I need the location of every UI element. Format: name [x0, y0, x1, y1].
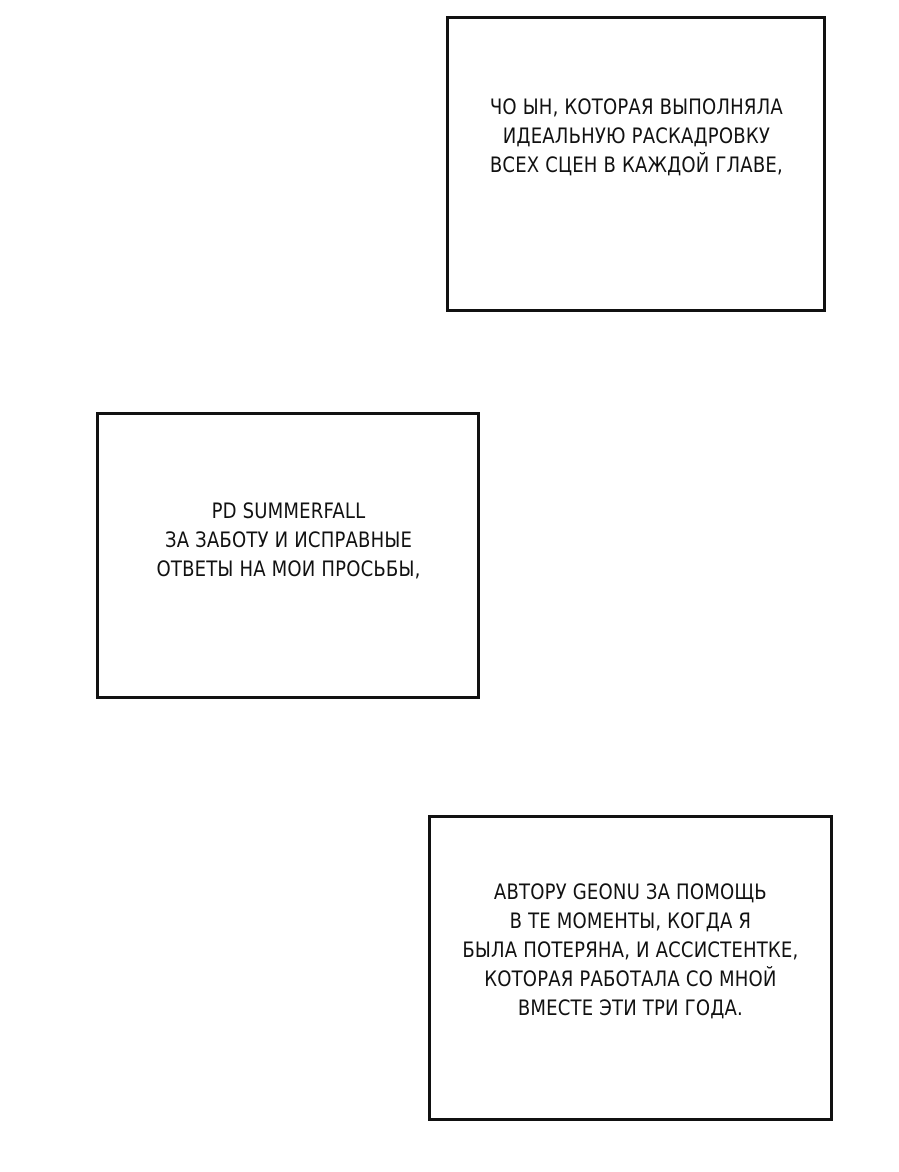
caption-line: ВСЕХ СЦЕН В КАЖДОЙ ГЛАВЕ, [489, 153, 783, 177]
caption-line: БЫЛА ПОТЕРЯНА, И АССИСТЕНТКЕ, [462, 937, 799, 962]
caption-line: ОТВЕТЫ НА МОИ ПРОСЬБЫ, [155, 557, 421, 581]
caption-line: АВТОРУ GEONU ЗА ПОМОЩЬ [494, 879, 767, 904]
caption-line: ВМЕСТЕ ЭТИ ТРИ ГОДА. [517, 995, 744, 1020]
panel-2-caption: PD SUMMERFALL ЗА ЗАБОТУ И ИСПРАВНЫЕ ОТВЕ… [156, 497, 420, 584]
caption-line: КОТОРАЯ РАБОТАЛА СО МНОЙ [484, 966, 777, 991]
panel-3-caption: АВТОРУ GEONU ЗА ПОМОЩЬ В ТЕ МОМЕНТЫ, КОГ… [462, 878, 798, 1023]
caption-line: В ТЕ МОМЕНТЫ, КОГДА Я [509, 908, 752, 933]
caption-line: ИДЕАЛЬНУЮ РАСКАДРОВКУ [502, 124, 770, 148]
comic-panel-2: PD SUMMERFALL ЗА ЗАБОТУ И ИСПРАВНЫЕ ОТВЕ… [96, 412, 480, 699]
comic-panel-3: АВТОРУ GEONU ЗА ПОМОЩЬ В ТЕ МОМЕНТЫ, КОГ… [428, 815, 833, 1121]
caption-line: ЗА ЗАБОТУ И ИСПРАВНЫЕ [164, 528, 412, 552]
caption-line: PD SUMMERFALL [211, 499, 365, 523]
comic-panel-1: ЧО ЫН, КОТОРАЯ ВЫПОЛНЯЛА ИДЕАЛЬНУЮ РАСКА… [446, 16, 826, 312]
caption-line: ЧО ЫН, КОТОРАЯ ВЫПОЛНЯЛА [489, 95, 783, 119]
panel-1-caption: ЧО ЫН, КОТОРАЯ ВЫПОЛНЯЛА ИДЕАЛЬНУЮ РАСКА… [489, 93, 782, 180]
